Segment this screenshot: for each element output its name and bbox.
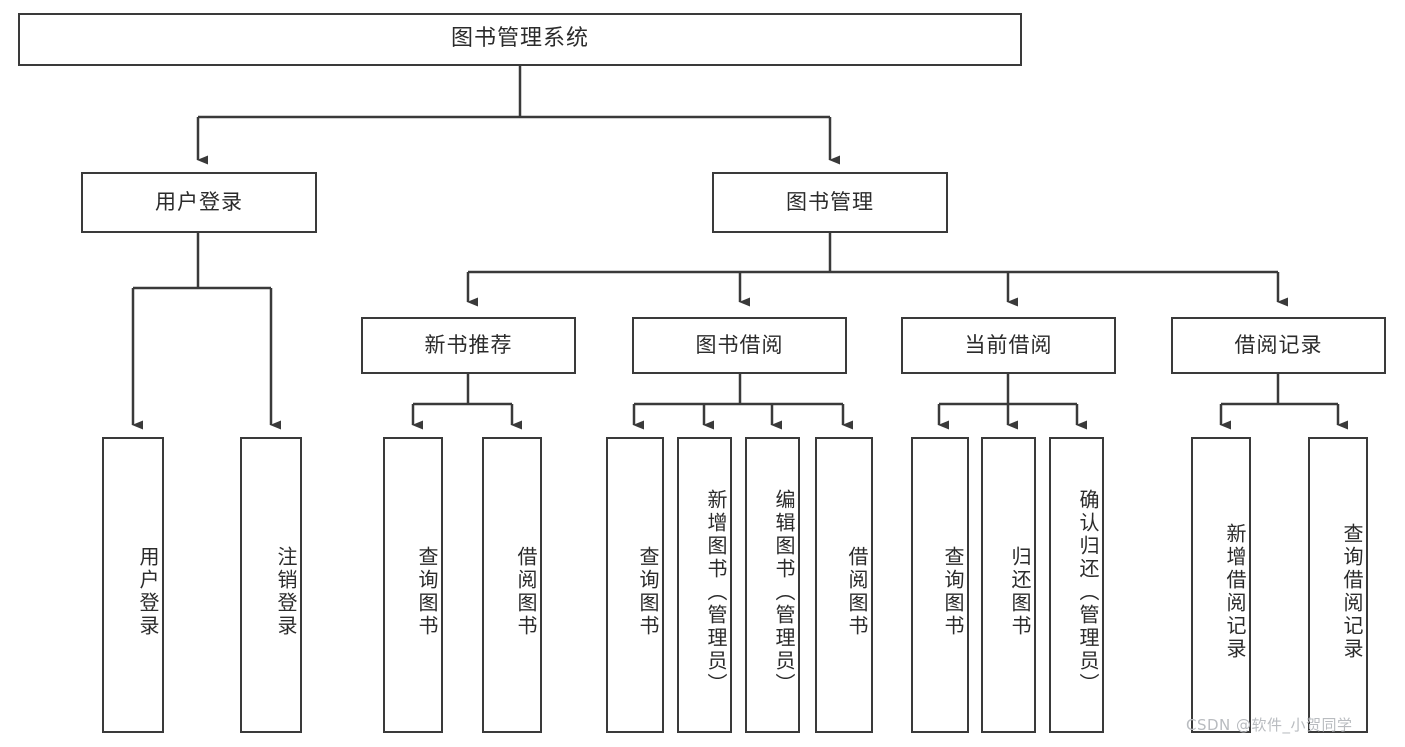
leaf-current-query-book[interactable]: 查询图书 — [911, 437, 969, 733]
leaf-newbook-borrow-book[interactable]: 借阅图书 — [482, 437, 542, 733]
leaf-record-query-borrow-record[interactable]: 查询借阅记录 — [1308, 437, 1368, 733]
node-label: 借阅图书 — [514, 546, 538, 638]
node-label: 查询图书 — [415, 546, 439, 638]
node-label: 图书借阅 — [695, 332, 784, 357]
node-label: 归还图书 — [1008, 546, 1032, 638]
node-label: 借阅图书 — [845, 546, 869, 638]
node-borrow-record[interactable]: 借阅记录 — [1171, 317, 1386, 374]
node-label: 图书管理 — [786, 189, 874, 214]
leaf-borrow-query-book[interactable]: 查询图书 — [606, 437, 664, 733]
leaf-current-confirm-return-admin[interactable]: 确认归还（管理员） — [1049, 437, 1104, 733]
node-label: 编辑图书（管理员） — [772, 488, 796, 696]
node-label: 查询图书 — [941, 546, 965, 638]
node-label: 查询借阅记录 — [1340, 523, 1364, 661]
leaf-logout-login[interactable]: 注销登录 — [240, 437, 302, 733]
node-label: 当前借阅 — [964, 332, 1053, 357]
node-book-manage[interactable]: 图书管理 — [712, 172, 948, 233]
leaf-current-return-book[interactable]: 归还图书 — [981, 437, 1036, 733]
leaf-newbook-query-book[interactable]: 查询图书 — [383, 437, 443, 733]
node-label: 新增图书（管理员） — [704, 488, 728, 696]
leaf-borrow-borrow-book[interactable]: 借阅图书 — [815, 437, 873, 733]
node-current-borrow[interactable]: 当前借阅 — [901, 317, 1116, 374]
leaf-user-login[interactable]: 用户登录 — [102, 437, 164, 733]
node-user-login[interactable]: 用户登录 — [81, 172, 317, 233]
node-label: 图书管理系统 — [450, 26, 589, 52]
leaf-borrow-edit-book-admin[interactable]: 编辑图书（管理员） — [745, 437, 800, 733]
node-label: 用户登录 — [155, 189, 243, 214]
node-new-book-recommend[interactable]: 新书推荐 — [361, 317, 576, 374]
node-label: 新增借阅记录 — [1223, 523, 1247, 661]
node-book-borrow[interactable]: 图书借阅 — [632, 317, 847, 374]
csdn-watermark: CSDN @软件_小贺同学 — [1186, 716, 1353, 734]
node-label: 借阅记录 — [1234, 332, 1323, 357]
leaf-borrow-add-book-admin[interactable]: 新增图书（管理员） — [677, 437, 732, 733]
node-label: 新书推荐 — [424, 332, 513, 357]
node-label: 确认归还（管理员） — [1076, 488, 1100, 696]
node-label: 用户登录 — [136, 546, 160, 638]
node-label: 注销登录 — [274, 546, 298, 638]
leaf-record-add-borrow-record[interactable]: 新增借阅记录 — [1191, 437, 1251, 733]
node-root-system[interactable]: 图书管理系统 — [18, 13, 1022, 66]
node-label: 查询图书 — [636, 546, 660, 638]
